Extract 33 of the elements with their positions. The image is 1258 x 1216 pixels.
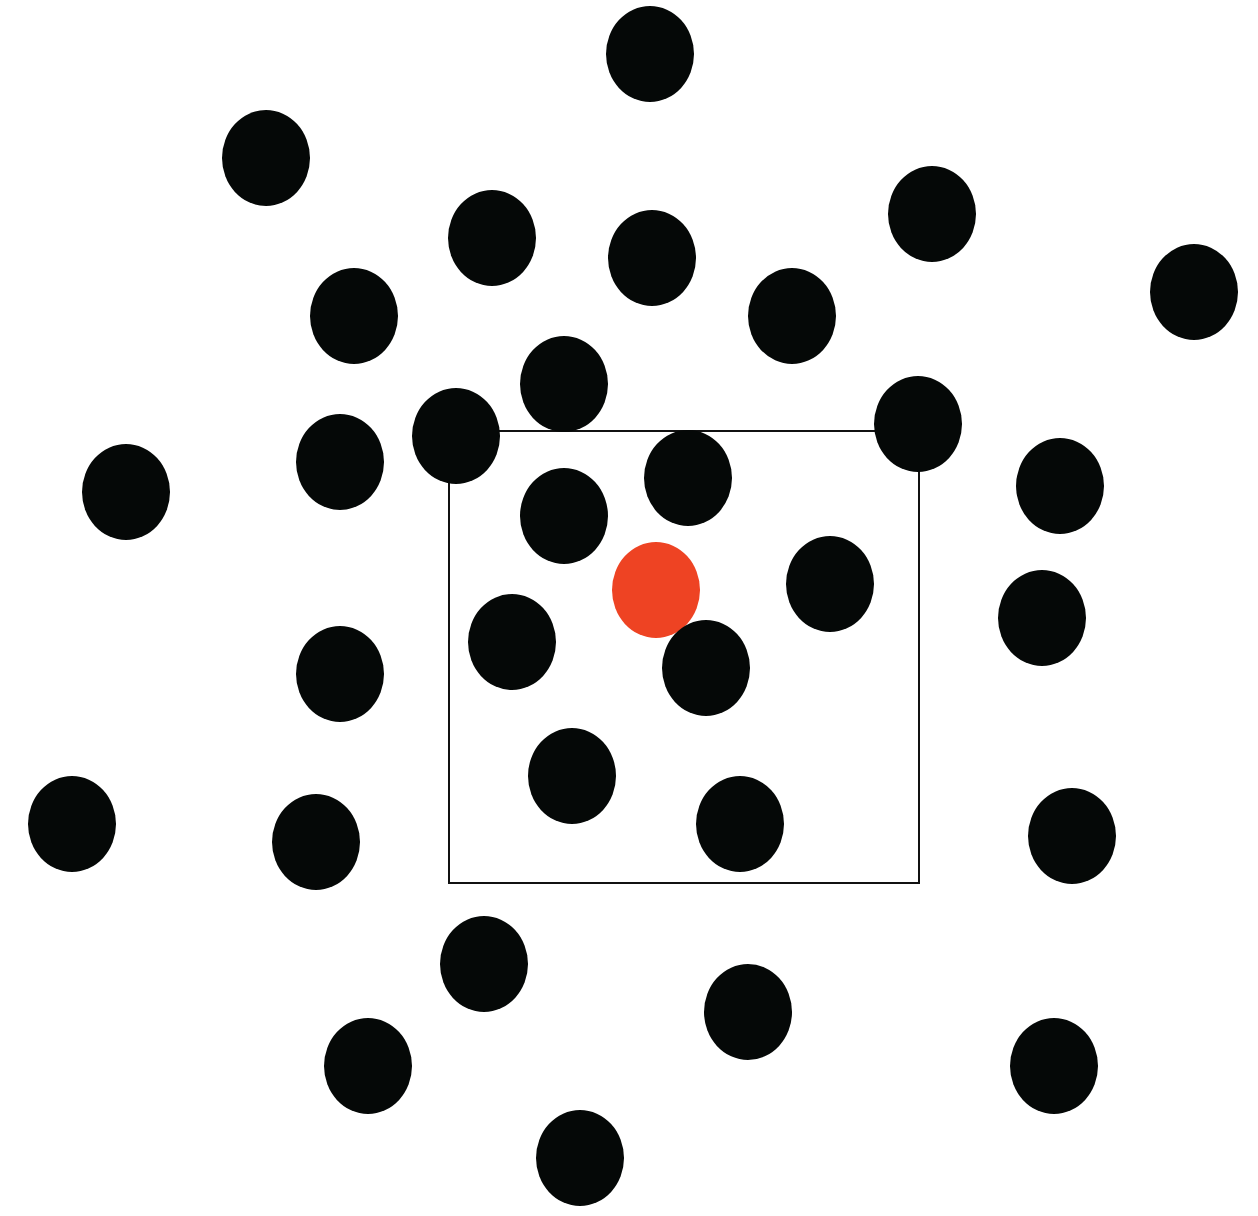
dot bbox=[748, 268, 836, 364]
dot bbox=[324, 1018, 412, 1114]
dot bbox=[528, 728, 616, 824]
dot bbox=[412, 388, 500, 484]
dot bbox=[310, 268, 398, 364]
dot bbox=[1010, 1018, 1098, 1114]
dot bbox=[536, 1110, 624, 1206]
dot bbox=[440, 916, 528, 1012]
dot bbox=[1028, 788, 1116, 884]
dot bbox=[998, 570, 1086, 666]
dot bbox=[608, 210, 696, 306]
dot bbox=[644, 430, 732, 526]
square-frame bbox=[448, 430, 920, 884]
dot bbox=[468, 594, 556, 690]
dot bbox=[874, 376, 962, 472]
dot bbox=[612, 542, 700, 638]
dot bbox=[520, 336, 608, 432]
dot bbox=[704, 964, 792, 1060]
dot bbox=[272, 794, 360, 890]
dot bbox=[606, 6, 694, 102]
dot bbox=[222, 110, 310, 206]
dot bbox=[448, 190, 536, 286]
dot bbox=[296, 626, 384, 722]
dot bbox=[786, 536, 874, 632]
dot bbox=[1150, 244, 1238, 340]
dot bbox=[888, 166, 976, 262]
dot bbox=[1016, 438, 1104, 534]
dot bbox=[696, 776, 784, 872]
dot bbox=[296, 414, 384, 510]
dot bbox=[82, 444, 170, 540]
dot bbox=[28, 776, 116, 872]
dot bbox=[520, 468, 608, 564]
dot bbox=[662, 620, 750, 716]
